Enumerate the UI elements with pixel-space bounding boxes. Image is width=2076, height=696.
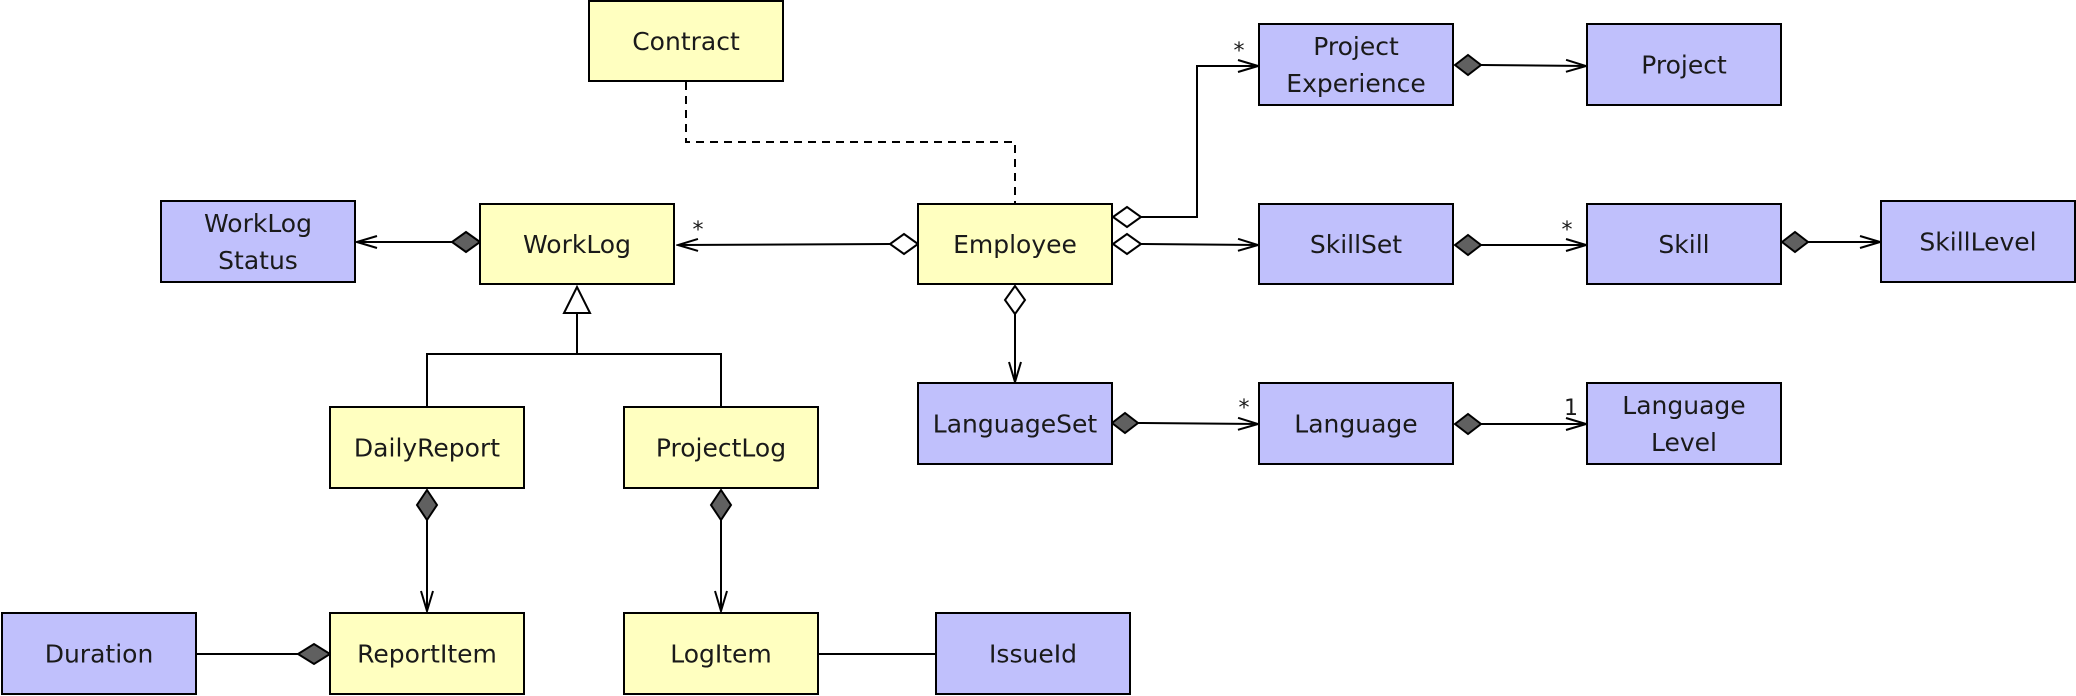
project-class: Project [1586,23,1782,106]
contract-class-label: Contract [632,27,740,56]
employee-project-experience-association [1141,66,1258,218]
worklog-status-composition-diamond [450,230,482,254]
language-class-label: Language [1294,410,1417,439]
log-item-class: LogItem [623,612,819,695]
employee-class: Employee [917,203,1113,285]
language-level-composition-diamond [1453,412,1483,436]
generalization-triangle [562,284,592,314]
worklog-status-class-label: Status [218,246,298,275]
worklog-class-box [479,203,675,285]
employee-class-box [917,203,1113,285]
language-class: Language [1258,382,1454,465]
skill-level-class: SkillLevel [1880,200,2076,283]
skill-class: Skill [1586,203,1782,285]
worklog-class: WorkLog [479,203,675,285]
language-set-class: LanguageSet [917,382,1113,465]
project-experience-class-box [1258,23,1454,106]
contract-association-class-link [685,82,1016,204]
report-item-class-label: ReportItem [357,640,497,669]
worklog-class-label: WorkLog [523,230,631,259]
dailyreport-reportitem-composition-diamond [415,488,439,522]
daily-report-class-label: DailyReport [354,434,500,463]
language-class-box [1258,382,1454,465]
daily-report-class-box [329,406,525,489]
projectlog-logitem-composition-diamond [709,488,733,522]
languageset-language-composition-diamond [1110,411,1140,435]
project-log-class: ProjectLog [623,406,819,489]
contract-class-box [588,0,784,82]
employee-languageset-aggregation-diamond [1003,284,1027,316]
generalization-tree [426,313,722,407]
language-level-class-box [1586,382,1782,465]
skillset-skill-composition-diamond [1453,233,1483,257]
report-item-class-box [329,612,525,695]
language-set-class-box [917,382,1113,465]
language-level-class-label: Language [1622,391,1745,420]
project-class-label: Project [1641,51,1727,80]
skillset-class: SkillSet [1258,203,1454,285]
multiplicity-language-level: 1 [1564,396,1578,421]
skill-class-box [1586,203,1782,285]
multiplicity-language: * [1239,396,1250,421]
issue-id-class-label: IssueId [989,640,1077,669]
project-experience-class-label: Project [1313,32,1399,61]
skill-level-class-label: SkillLevel [1919,228,2036,257]
skillset-class-box [1258,203,1454,285]
project-experience-project-composition-diamond [1453,53,1483,77]
reportitem-duration-composition-diamond [296,642,332,666]
skill-class-label: Skill [1658,230,1709,259]
employee-class-label: Employee [953,230,1077,259]
multiplicity-project-experience: * [1234,39,1245,64]
report-item-class: ReportItem [329,612,525,695]
log-item-class-label: LogItem [670,640,772,669]
employee-worklog-aggregation-diamond [888,232,920,256]
daily-report-class: DailyReport [329,406,525,489]
multiplicity-skill: * [1562,218,1573,243]
language-set-class-label: LanguageSet [933,410,1098,439]
project-experience-project-association [1480,65,1586,66]
project-class-box [1586,23,1782,106]
log-item-class-box [623,612,819,695]
duration-class: Duration [1,612,197,695]
worklog-status-class-box [160,200,356,283]
issue-id-class: IssueId [935,612,1131,695]
language-level-class-label: Level [1651,428,1717,457]
employee-worklog-association [678,244,891,245]
project-experience-class-label: Experience [1286,69,1425,98]
languageset-language-association [1137,423,1258,424]
project-log-class-label: ProjectLog [656,434,786,463]
multiplicity-worklog: * [693,218,704,243]
contract-class: Contract [588,0,784,82]
employee-skillset-association [1140,244,1258,245]
employee-skillset-aggregation-diamond [1111,232,1143,256]
skill-level-class-box [1880,200,2076,283]
worklog-status-class-label: WorkLog [204,209,312,238]
skillset-class-label: SkillSet [1310,230,1402,259]
duration-class-box [1,612,197,695]
employee-project-experience-aggregation-diamond [1111,205,1143,229]
skill-skilllevel-composition-diamond [1780,230,1810,254]
issue-id-class-box [935,612,1131,695]
duration-class-label: Duration [45,640,154,669]
project-log-class-box [623,406,819,489]
